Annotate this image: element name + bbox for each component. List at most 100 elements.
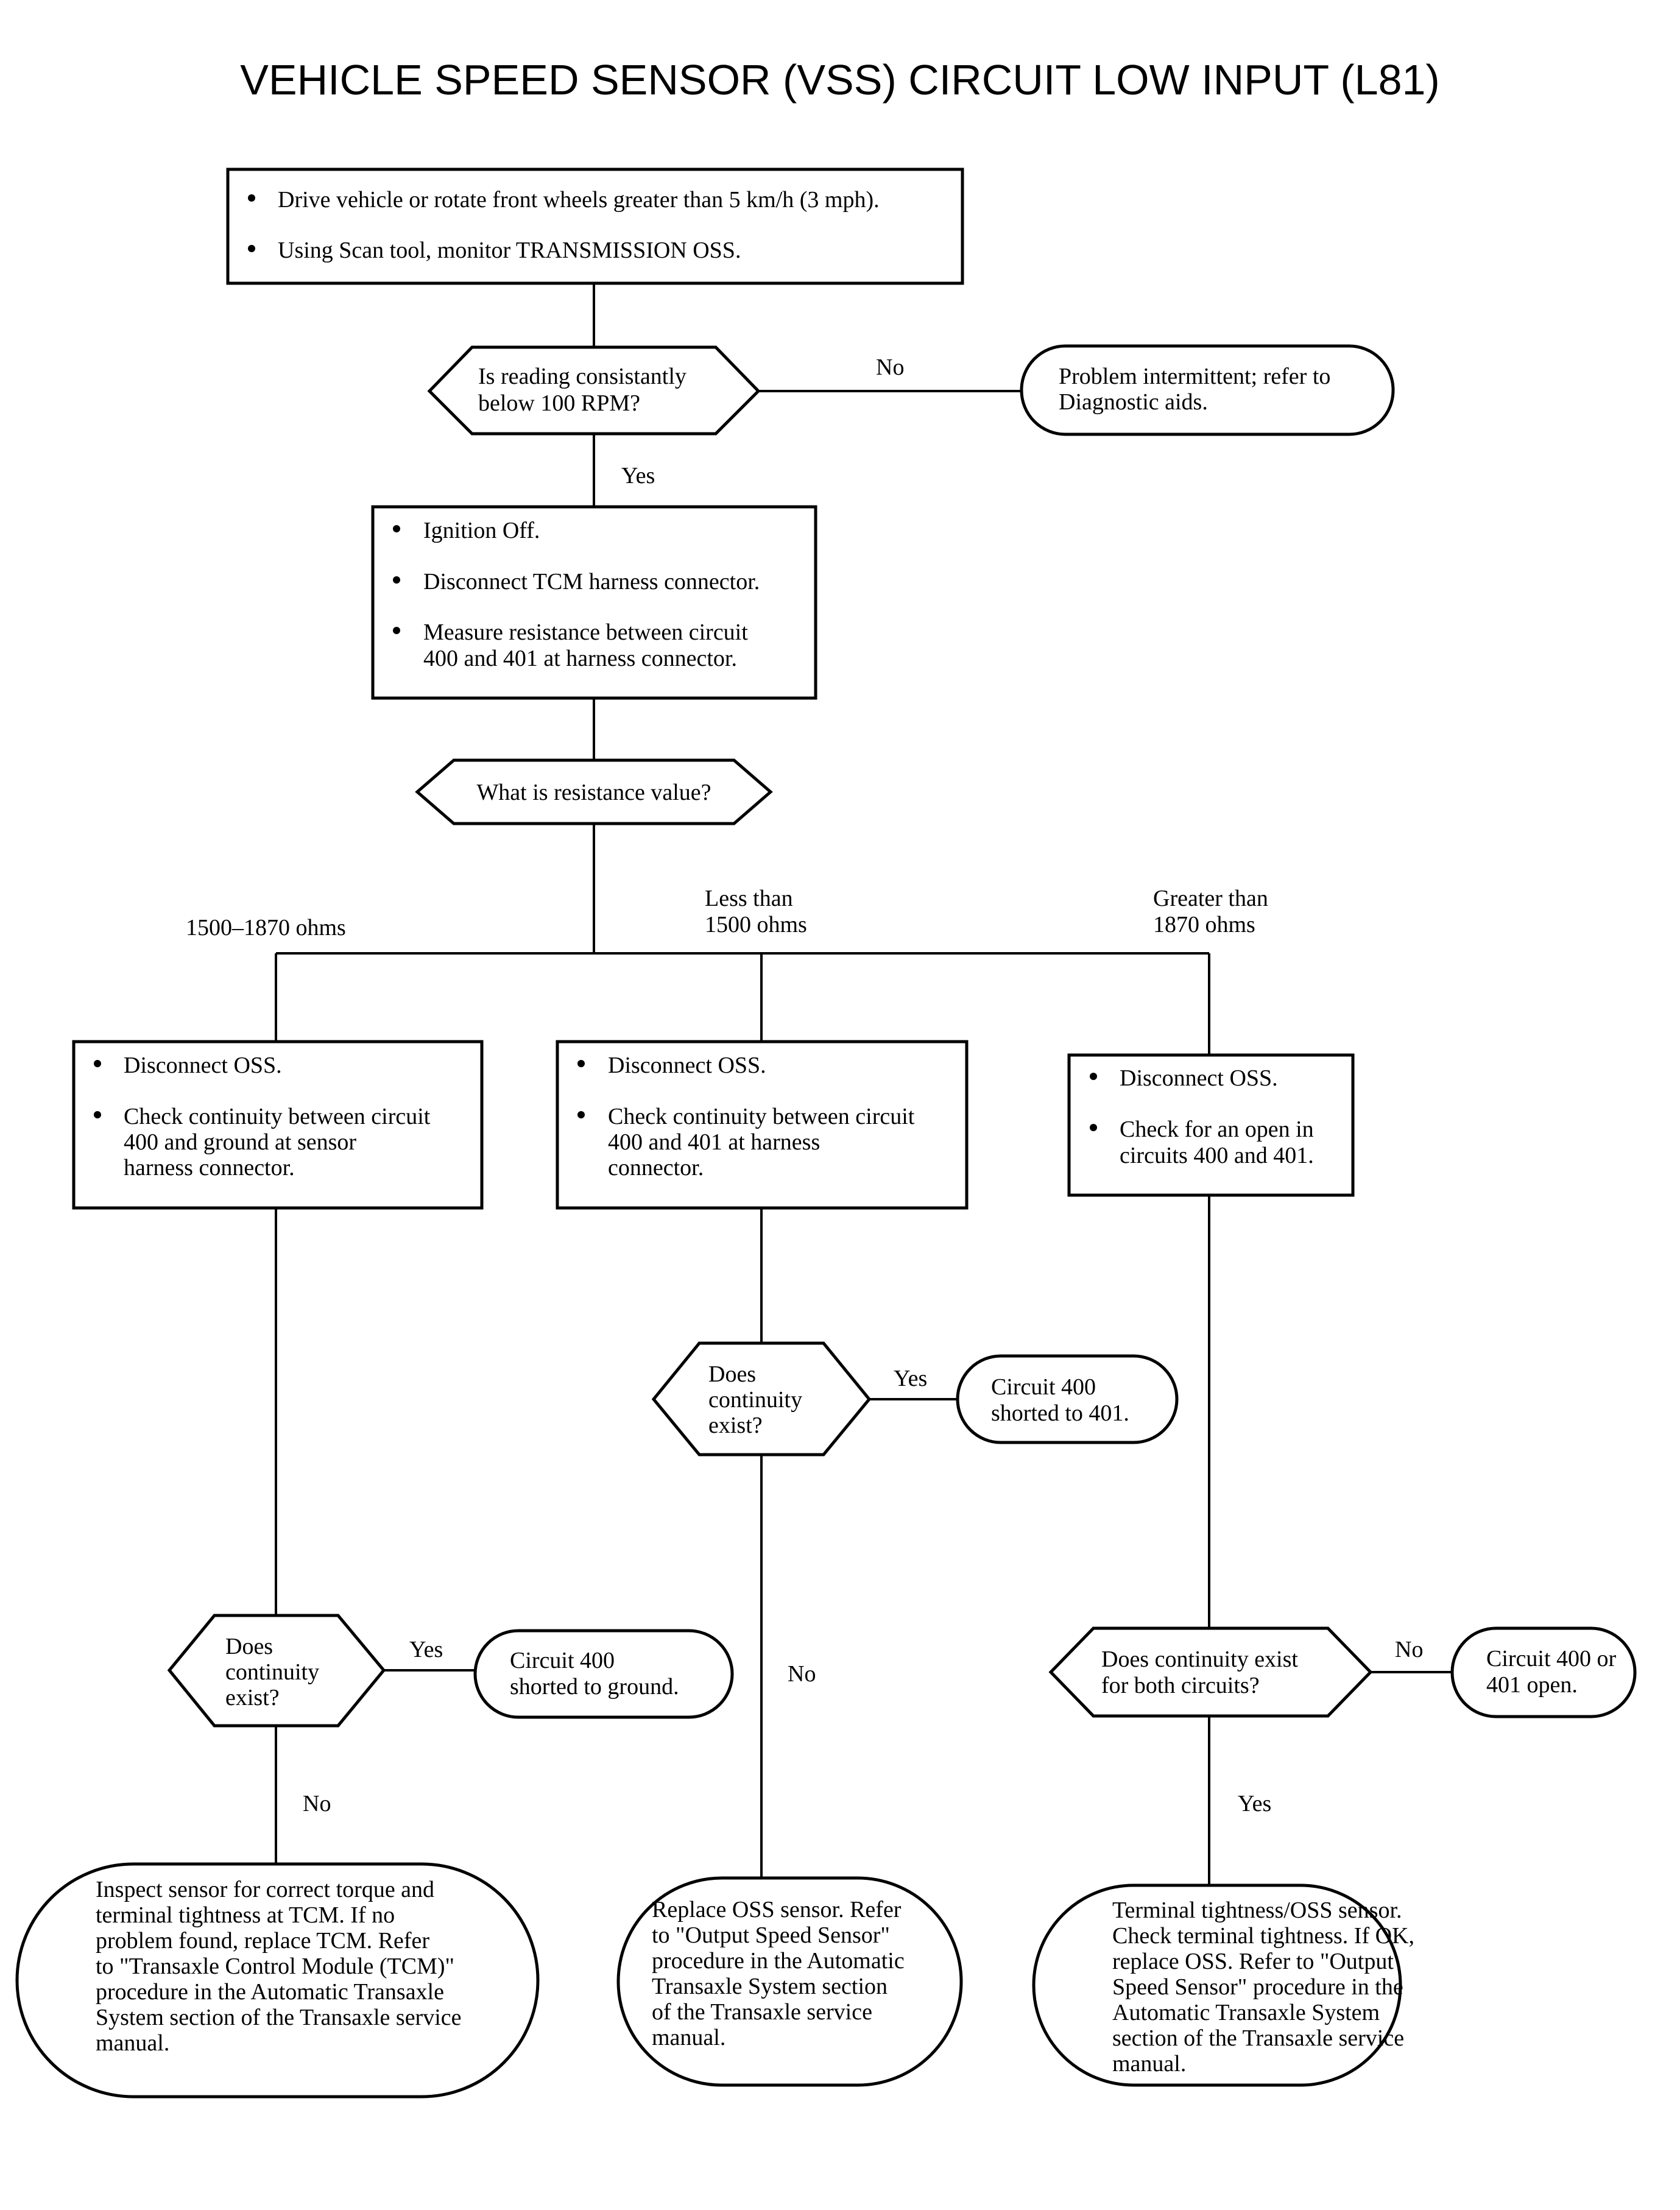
final-left-line: terminal tightness at TCM. If no [96,1902,395,1928]
branch-label-low-line: 1500 ohms [705,912,807,937]
decision2-text: What is resistance value? [476,780,711,805]
decision-mid-yes-label: Yes [894,1366,927,1391]
step-right-item-2-line: circuits 400 and 401. [1120,1143,1314,1168]
final-right-line: Automatic Transaxle System [1112,2000,1380,2025]
step-drive-and-monitor: Drive vehicle or rotate front wheels gre… [226,168,964,285]
decision-left-line: continuity [225,1659,319,1685]
final-left-line: System section of the Transaxle service [96,2005,462,2030]
decision-right-yes-label: Yes [1238,1791,1271,1816]
final-terminal-tightness-oss: Terminal tightness/OSS sensor. Check ter… [1032,1883,1421,2087]
step-check-open: Disconnect OSS. Check for an open in cir… [1067,1053,1355,1197]
result-problem-intermittent: Problem intermittent; refer to Diagnosti… [1020,344,1395,436]
step2-item-1: Ignition Off. [423,518,540,543]
decision1-line: Is reading consistantly [478,364,686,389]
final-left-text: Inspect sensor for correct torque and te… [96,1877,467,2056]
result-intermittent-line: Diagnostic aids. [1059,389,1208,415]
decision1-text: Is reading consistantly below 100 RPM? [478,364,692,416]
decision1-line: below 100 RPM? [478,390,640,416]
decision-mid-text: Does continuity exist? [708,1361,808,1438]
result-right-no-text: Circuit 400 or 401 open. [1486,1646,1622,1698]
result-intermittent-text: Problem intermittent; refer to Diagnosti… [1059,364,1336,415]
result-circuit-open: Circuit 400 or 401 open. [1450,1626,1637,1718]
decision-mid-no-label: No [788,1661,816,1687]
final-mid-line: to "Output Speed Sensor" [652,1922,890,1948]
decision-left-no-label: No [303,1791,331,1816]
step2-item-3: Measure resistance between circuit 400 a… [423,620,754,671]
final-left-line: problem found, replace TCM. Refer [96,1928,429,1954]
step-left-item-2: Check continuity between circuit 400 and… [124,1104,436,1181]
step2-item-3-line: 400 and 401 at harness connector. [423,646,737,671]
final-replace-oss-sensor: Replace OSS sensor. Refer to "Output Spe… [616,1876,963,2087]
decision-right-text: Does continuity exist for both circuits? [1101,1647,1304,1698]
decision-left-text: Does continuity exist? [225,1634,325,1710]
result-mid-yes-line: Circuit 400 [991,1374,1096,1400]
branch-label-high: Greater than 1870 ohms [1153,886,1274,937]
decision-mid-line: Does [708,1361,756,1387]
decision-right-line: Does continuity exist [1101,1647,1298,1672]
step-check-400-401: Disconnect OSS. Check continuity between… [556,1040,969,1210]
result-left-yes-line: Circuit 400 [510,1648,615,1673]
final-right-line: replace OSS. Refer to "Output [1112,1949,1394,1974]
decision-mid-line: exist? [708,1413,763,1438]
step1-item-1: Drive vehicle or rotate front wheels gre… [278,187,880,213]
step1-item-2: Using Scan tool, monitor TRANSMISSION OS… [278,238,741,263]
step-right-item-1: Disconnect OSS. [1120,1065,1278,1091]
final-left-line: manual. [96,2030,169,2056]
step-left-item-2-line: 400 and ground at sensor [124,1129,356,1155]
result-right-no-line: 401 open. [1486,1672,1578,1698]
result-intermittent-line: Problem intermittent; refer to [1059,364,1330,389]
branch-label-low-line: Less than [705,886,793,911]
step-mid-item-1: Disconnect OSS. [608,1053,766,1078]
final-right-line: Check terminal tightness. If OK, [1112,1923,1414,1949]
branch-label-high-line: Greater than [1153,886,1268,911]
decision-left-line: Does [225,1634,273,1659]
step-check-400-ground: Disconnect OSS. Check continuity between… [72,1040,484,1210]
step-mid-item-2-line: Check continuity between circuit [608,1104,915,1129]
result-mid-yes-text: Circuit 400 shorted to 401. [991,1374,1129,1426]
decision-right-no-label: No [1395,1637,1423,1662]
final-mid-text: Replace OSS sensor. Refer to "Output Spe… [652,1897,910,2050]
decision-mid-continuity: Does continuity exist? [651,1341,872,1456]
final-inspect-sensor-replace-tcm: Inspect sensor for correct torque and te… [15,1862,540,2099]
final-left-line: to "Transaxle Control Module (TCM)" [96,1954,454,1979]
step-left-item-1: Disconnect OSS. [124,1053,282,1078]
step-mid-item-2: Check continuity between circuit 400 and… [608,1104,920,1181]
final-mid-line: Transaxle System section [652,1974,888,1999]
final-right-line: Speed Sensor" procedure in the [1112,1974,1403,2000]
decision1-no-label: No [876,355,904,380]
final-left-line: Inspect sensor for correct torque and [96,1877,434,1902]
decision-resistance-value: What is resistance value? [415,758,773,825]
page-title: VEHICLE SPEED SENSOR (VSS) CIRCUIT LOW I… [240,56,1440,104]
decision-reading-below-100: Is reading consistantly below 100 RPM? [427,345,761,436]
final-right-line: Terminal tightness/OSS sensor. [1112,1898,1402,1923]
final-mid-line: Replace OSS sensor. Refer [652,1897,902,1922]
result-left-yes-line: shorted to ground. [510,1674,679,1700]
result-left-yes-text: Circuit 400 shorted to ground. [510,1648,679,1700]
result-shorted-to-401: Circuit 400 shorted to 401. [956,1354,1179,1444]
step-left-item-2-line: harness connector. [124,1155,295,1181]
decision-left-line: exist? [225,1685,280,1710]
result-shorted-to-ground: Circuit 400 shorted to ground. [473,1629,734,1719]
step-measure-resistance: Ignition Off. Disconnect TCM harness con… [371,505,817,700]
final-mid-line: procedure in the Automatic [652,1948,905,1974]
final-right-line: manual. [1112,2051,1186,2077]
decision-left-yes-label: Yes [409,1637,443,1662]
decision-left-continuity: Does continuity exist? [167,1614,386,1728]
final-right-line: section of the Transaxle service [1112,2025,1404,2051]
step-mid-item-2-line: connector. [608,1155,704,1181]
decision1-yes-label: Yes [621,463,655,489]
final-right-text: Terminal tightness/OSS sensor. Check ter… [1112,1898,1421,2077]
branch-label-high-line: 1870 ohms [1153,912,1255,937]
step-right-item-2: Check for an open in circuits 400 and 40… [1120,1117,1319,1168]
step-left-item-2-line: Check continuity between circuit [124,1104,431,1129]
step2-item-2: Disconnect TCM harness connector. [423,569,760,595]
final-mid-line: manual. [652,2025,725,2050]
decision-right-continuity-both: Does continuity exist for both circuits? [1048,1626,1373,1718]
final-mid-line: of the Transaxle service [652,1999,872,2025]
step-right-item-2-line: Check for an open in [1120,1117,1314,1142]
result-mid-yes-line: shorted to 401. [991,1400,1129,1426]
branch-label-normal-line: 1500–1870 ohms [186,915,346,941]
final-left-line: procedure in the Automatic Transaxle [96,1979,444,2005]
result-right-no-line: Circuit 400 or [1486,1646,1617,1672]
